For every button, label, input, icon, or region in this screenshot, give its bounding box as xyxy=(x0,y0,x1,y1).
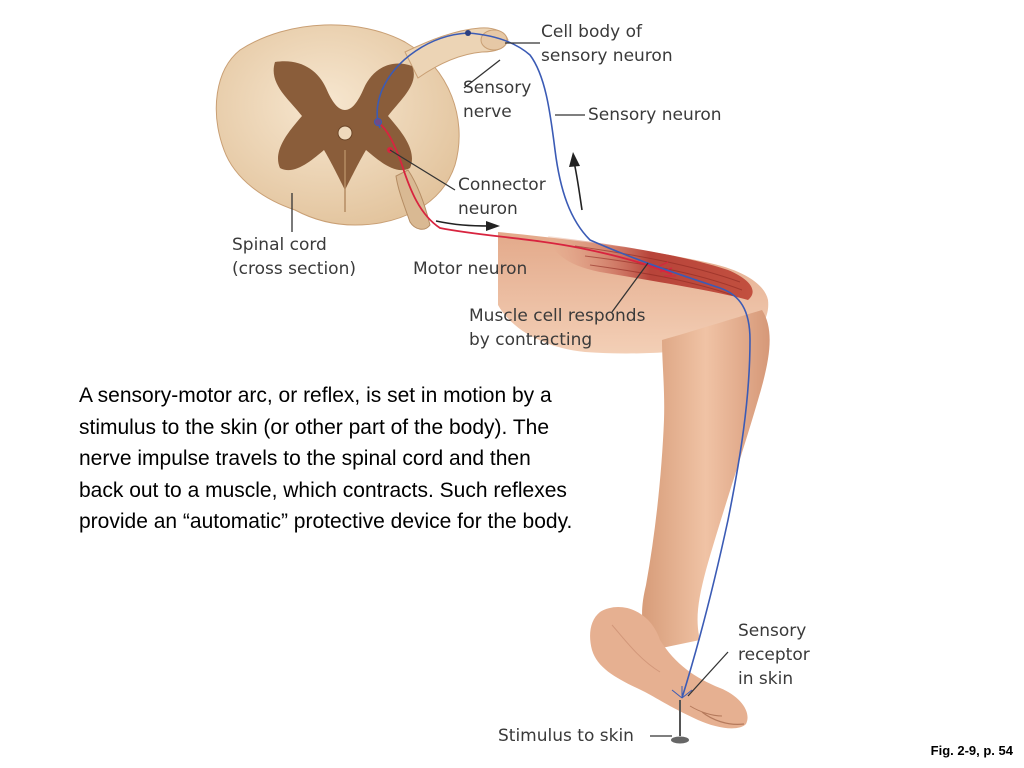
foot xyxy=(590,607,748,729)
direction-arrows xyxy=(435,152,583,231)
label-sensory-neuron: Sensory neuron xyxy=(588,105,722,125)
label-muscle-cell: Muscle cell responds by contracting xyxy=(469,306,646,350)
label-stimulus: Stimulus to skin xyxy=(498,726,634,746)
label-cell-body: Cell body of sensory neuron xyxy=(541,22,673,66)
sensory-neuron-path xyxy=(376,32,751,699)
label-motor-neuron: Motor neuron xyxy=(413,259,528,279)
caption-text: A sensory-motor arc, or reflex, is set i… xyxy=(79,384,573,533)
figure-reference: Fig. 2-9, p. 54 xyxy=(930,743,1013,758)
label-connector-neuron: Connector neuron xyxy=(458,175,546,219)
lower-leg xyxy=(642,310,770,650)
motor-neuron-path xyxy=(377,121,673,275)
label-sensory-receptor: Sensory receptor in skin xyxy=(738,621,810,689)
stimulus-pin xyxy=(671,700,689,744)
label-spinal-cord: Spinal cord (cross section) xyxy=(232,235,356,279)
label-sensory-nerve: Sensory nerve xyxy=(463,78,532,122)
spinal-cord-cross-section xyxy=(215,24,509,230)
leader-lines xyxy=(291,42,729,737)
muscle-fibers xyxy=(574,245,743,297)
